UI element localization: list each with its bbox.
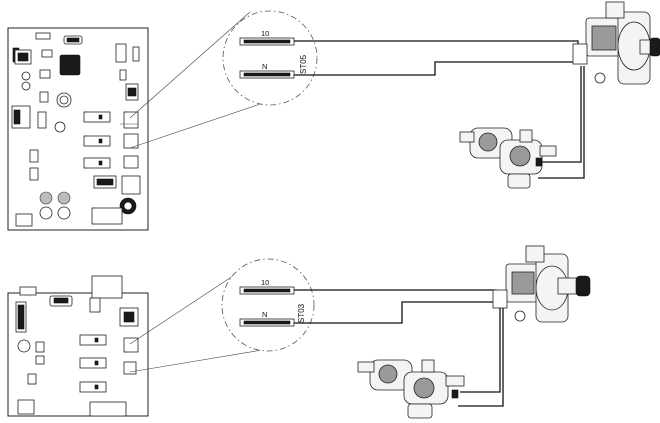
pin-label-n: N <box>262 310 267 319</box>
zoom-leader-bottom-lower <box>129 347 275 373</box>
connector-zoom-bottom: 10 N ST03 <box>221 258 315 352</box>
pcb-board-bottom <box>7 275 149 417</box>
zoom-leader-top-lower <box>129 97 279 149</box>
pin-label-10: 10 <box>261 29 269 38</box>
bottom-assembly: 10 N ST03 <box>7 245 591 419</box>
wire-bottom-n <box>294 301 494 324</box>
pin-label-n: N <box>262 62 267 71</box>
pcb-board-top <box>7 27 149 231</box>
zoom-leader-bottom-upper <box>129 265 249 345</box>
wire-top-valve-2 <box>538 66 585 179</box>
inlet-valves-bottom <box>357 359 465 419</box>
drain-pump-top <box>572 1 660 85</box>
wire-top-n <box>294 61 575 76</box>
connector-name-st03: ST03 <box>297 303 306 323</box>
connector-zoom-top: 10 N ST05 <box>222 10 318 106</box>
wire-top-10 <box>294 40 579 48</box>
connector-name-st05: ST05 <box>299 54 308 74</box>
wire-bottom-valve-2 <box>458 306 504 407</box>
zoom-leader-top-upper <box>129 11 251 119</box>
pin-label-10: 10 <box>261 278 269 287</box>
drain-pump-bottom <box>492 245 591 323</box>
wire-bottom-10 <box>294 289 497 296</box>
wire-bottom-valve-1 <box>460 306 501 393</box>
wire-top-valve-1 <box>540 66 582 163</box>
inlet-valves-top <box>459 127 557 189</box>
top-assembly: 10 N ST05 <box>7 1 660 231</box>
